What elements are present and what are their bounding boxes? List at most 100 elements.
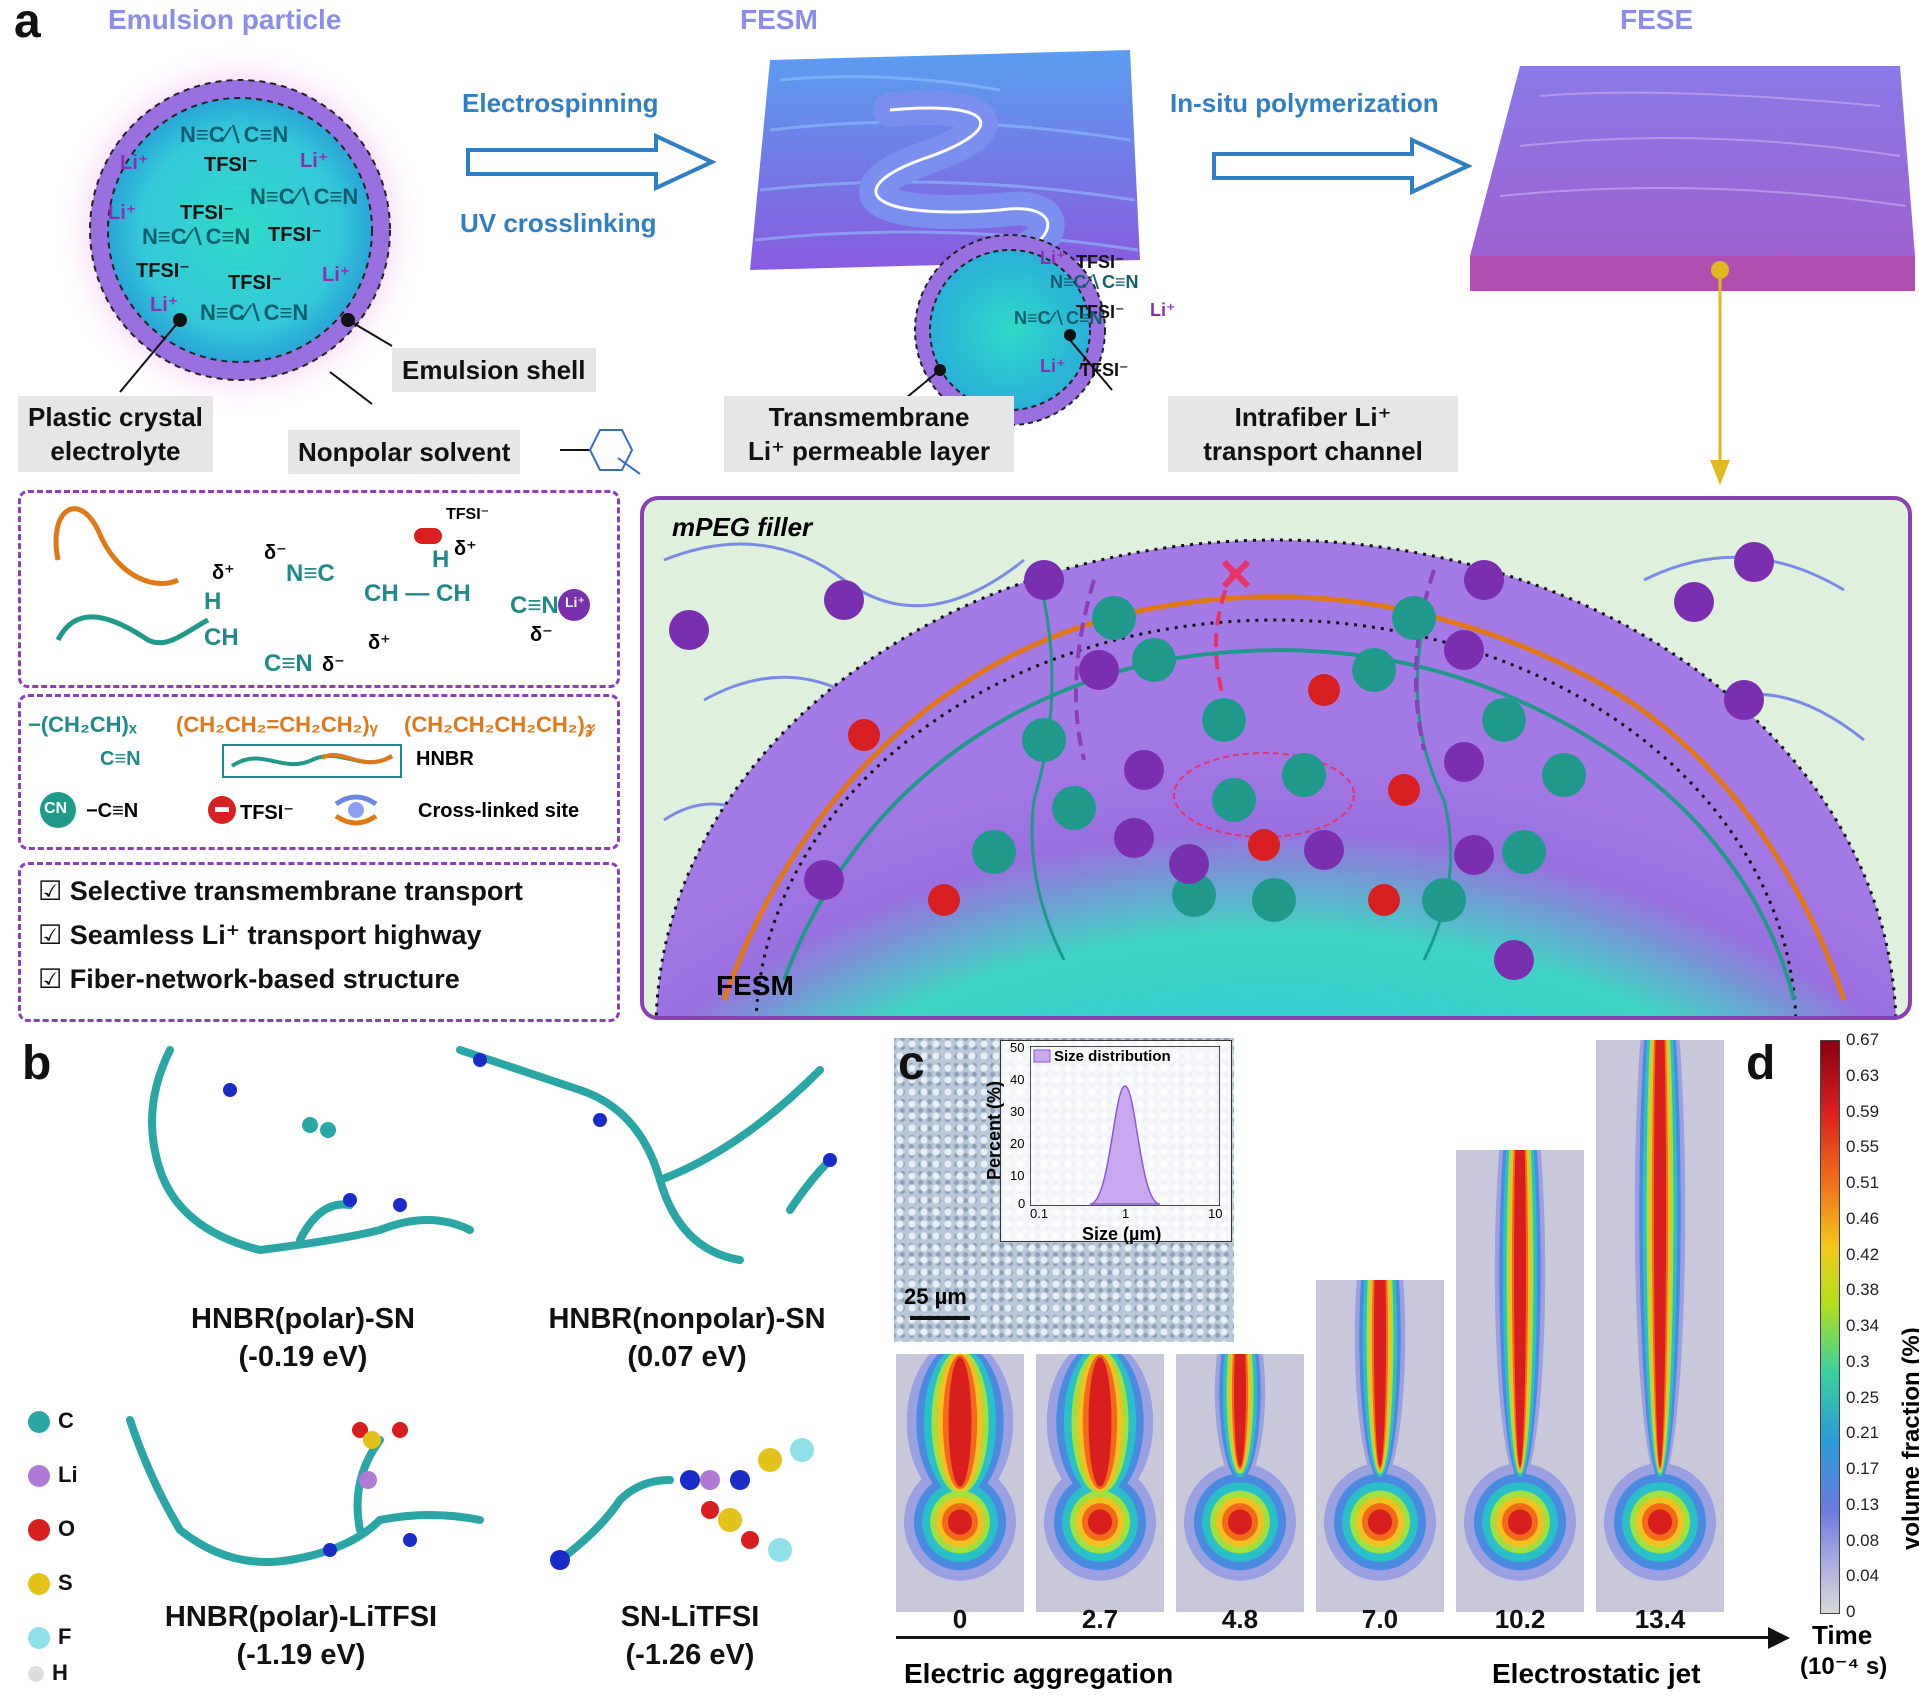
- snapshot-contour: [904, 1354, 1016, 1581]
- mpeg-filler-label: mPEG filler: [672, 512, 813, 542]
- atom-o-icon: [28, 1519, 50, 1542]
- plastic-crystal-line2: electrolyte: [50, 436, 181, 466]
- fesm-leader-lines: [905, 340, 1113, 399]
- inset-ylabel: Percent (%): [984, 1080, 1004, 1180]
- colorbar-tick-label: 0.67: [1846, 1030, 1880, 1049]
- structure-legend-icons: [40, 792, 378, 828]
- emulsion-tfsi-1: TFSI⁻: [204, 154, 258, 176]
- emulsion-tfsi-3: TFSI⁻: [268, 224, 322, 246]
- element-legend-o: O: [28, 1516, 75, 1542]
- fese-slab-graphic: [1470, 66, 1915, 291]
- interaction-delta-minus-3: δ⁻: [322, 654, 345, 676]
- formula-part-2: (CH₂CH₂=CH₂CH₂)ᵧ: [176, 712, 378, 737]
- snapshot-contour: [1184, 1354, 1296, 1581]
- element-legend-li: Li: [28, 1462, 78, 1488]
- emulsion-tfsi-4: TFSI⁻: [136, 260, 190, 282]
- emulsion-li-5: Li⁺: [150, 294, 179, 316]
- interaction-cn-right: C≡N: [510, 592, 559, 619]
- fesm-sn-1: N≡C∕∖C≡N: [1050, 272, 1139, 292]
- time-tick-label: 0: [952, 1604, 968, 1634]
- emulsion-leader-lines: [119, 319, 641, 475]
- atom-c-icon: [28, 1411, 50, 1434]
- contour-jet: [1374, 1280, 1386, 1467]
- colorbar-tick-label: 0.08: [1846, 1530, 1880, 1550]
- emulsion-tfsi-5: TFSI⁻: [228, 272, 282, 294]
- feature-3: ☑ Fiber-network-based structure: [38, 964, 460, 994]
- emulsion-particle-title: Emulsion particle: [108, 4, 342, 35]
- molecule-3-name: HNBR(polar)-LiTFSI: [164, 1601, 438, 1633]
- molecule-2-energy: (0.07 eV): [627, 1341, 747, 1373]
- legend-li-label: Li: [58, 1462, 78, 1487]
- interaction-delta-minus-1: δ⁻: [264, 542, 287, 564]
- uv-crosslinking-label: UV crosslinking: [460, 208, 657, 238]
- contour-jet: [1088, 1357, 1112, 1487]
- time-axis-label: Time: [1812, 1620, 1873, 1650]
- fese-zoom-connector: [1710, 261, 1730, 485]
- plastic-crystal-label: Plastic crystal electrolyte: [18, 396, 213, 472]
- arrow-2: [1212, 136, 1472, 196]
- simulation-snapshot: [1036, 1354, 1164, 1612]
- fesm-sn-2: N≡C∕∖C≡N: [1014, 308, 1103, 328]
- nonpolar-solvent-label: Nonpolar solvent: [288, 430, 521, 474]
- emulsion-sn-1: N≡C∕∖C≡N: [180, 122, 289, 147]
- atom-li-icon: [28, 1465, 50, 1488]
- interaction-box: [18, 490, 620, 688]
- inset-ytick-20: 20: [1010, 1136, 1025, 1151]
- zoom-panel: [640, 496, 1912, 1020]
- phase-right-label: Electrostatic jet: [1492, 1658, 1701, 1689]
- transmembrane-line1: Transmembrane: [768, 402, 970, 432]
- interaction-delta-minus-2: δ⁻: [530, 624, 553, 646]
- time-tick-label: 13.4: [1634, 1604, 1686, 1634]
- colorbar-tick-label: 0.3: [1846, 1351, 1870, 1371]
- legend-h-label: H: [52, 1660, 68, 1685]
- intrafiber-line1: Intrafiber Li⁺: [1234, 402, 1392, 432]
- intrafiber-line2: transport channel: [1203, 436, 1423, 466]
- colorbar-tick-label: 0.46: [1846, 1208, 1880, 1228]
- interaction-cn-bottom: C≡N: [264, 650, 313, 677]
- simulation-snapshot: [896, 1354, 1024, 1612]
- inset-ytick-10: 10: [1010, 1168, 1025, 1183]
- fesm-title: FESM: [740, 4, 818, 35]
- phase-left-label: Electric aggregation: [904, 1658, 1174, 1689]
- element-legend-c: C: [28, 1408, 74, 1434]
- emulsion-shell-label: Emulsion shell: [392, 348, 596, 392]
- interaction-h-top: H: [432, 546, 450, 573]
- molecule-1-name: HNBR(polar)-SN: [191, 1303, 415, 1335]
- colorbar-tick-label: 0: [1846, 1602, 1856, 1621]
- features-box: [18, 862, 620, 1022]
- element-legend-s: S: [28, 1570, 73, 1596]
- molecule-label-4: SN-LiTFSI (-1.26 eV): [590, 1598, 790, 1674]
- structure-box: [18, 694, 620, 850]
- emulsion-li-3: Li⁺: [108, 202, 137, 224]
- contour-layer: [1368, 1280, 1392, 1535]
- molecule-label-3: HNBR(polar)-LiTFSI (-1.19 eV): [136, 1598, 466, 1674]
- molecule-4-name: SN-LiTFSI: [620, 1601, 760, 1633]
- time-axis-line: [896, 1636, 1772, 1639]
- colorbar-tick-label: 0.51: [1846, 1173, 1880, 1192]
- colorbar-tick-label: 0.25: [1846, 1387, 1880, 1407]
- fesm-membrane-graphic: [750, 50, 1140, 426]
- legend-c-label: C: [58, 1408, 74, 1433]
- panel-a-letter: a: [14, 0, 41, 48]
- element-legend-f: F: [28, 1624, 71, 1650]
- panel-d-letter: d: [1746, 1037, 1776, 1090]
- fesm-tfsi-1: TFSI⁻: [1076, 252, 1125, 272]
- simulation-snapshot: [1176, 1354, 1304, 1612]
- hnbr-label: HNBR: [416, 748, 474, 770]
- colorbar-tick-label: 0.59: [1846, 1101, 1880, 1121]
- simulation-snapshot: [1596, 1040, 1724, 1612]
- inset-xtick-10: 10: [1208, 1206, 1223, 1221]
- emulsion-li-4: Li⁺: [322, 264, 351, 286]
- interaction-li: Li⁺: [565, 594, 585, 610]
- size-distribution-curve: [1089, 1085, 1161, 1205]
- colorbar-tick-label: 0.63: [1846, 1065, 1880, 1085]
- interaction-delta-plus-2: δ⁺: [454, 538, 477, 560]
- molecule-hnbr-polar-sn: [148, 1046, 474, 1255]
- contour-jet: [1654, 1040, 1666, 1467]
- colorbar-tick-label: 0.38: [1846, 1280, 1880, 1300]
- contour-blob: [1508, 1509, 1532, 1535]
- zoom-panel-graphic: [654, 538, 1898, 1016]
- emulsion-li-2: Li⁺: [300, 150, 329, 172]
- colorbar-label: volume fraction (%): [1898, 1327, 1919, 1550]
- cn-description: −C≡N: [86, 800, 139, 822]
